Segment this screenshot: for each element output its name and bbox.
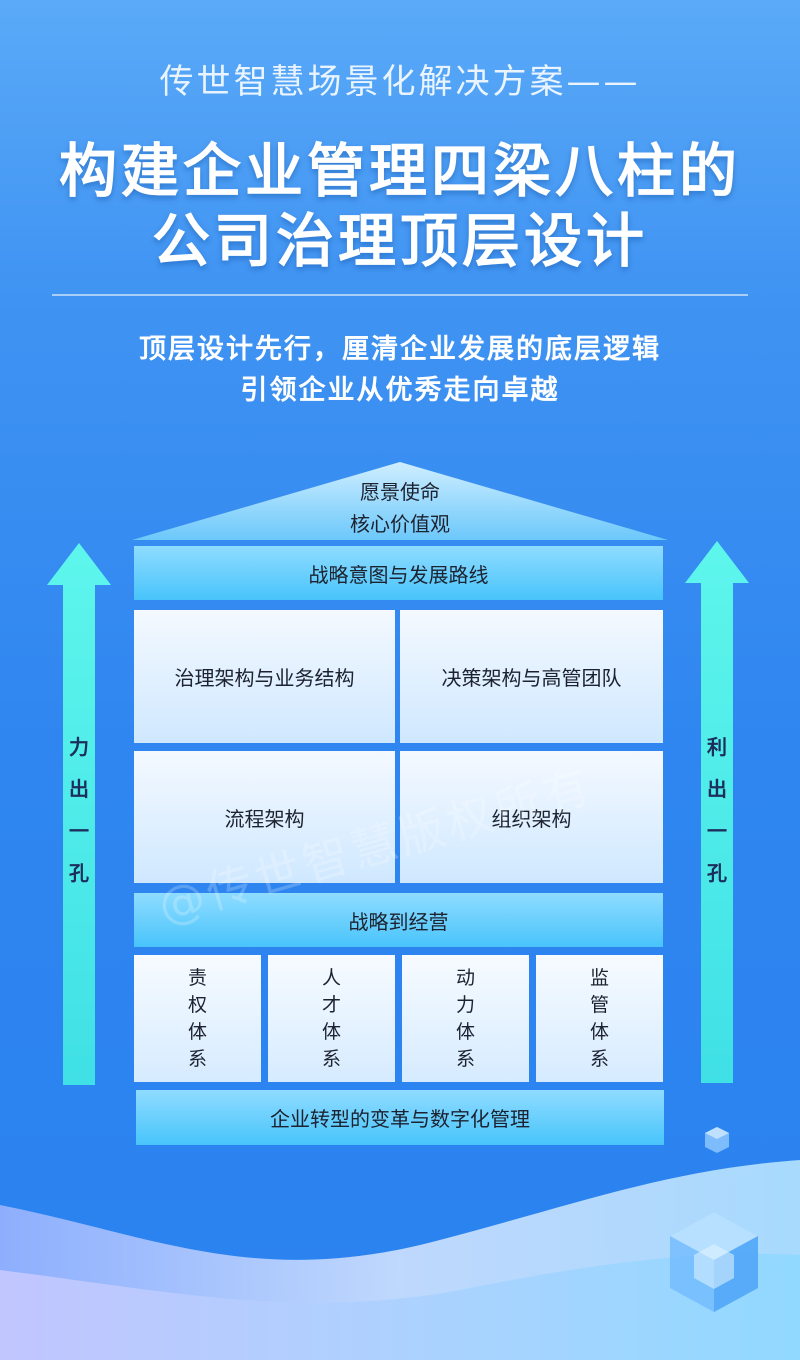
right-arrow-label: 利出一孔 xyxy=(707,735,727,885)
pillar-supervision: 监管体系 xyxy=(536,955,663,1082)
panel-decision-label: 决策架构与高管团队 xyxy=(441,666,622,690)
left-arrow-shape xyxy=(47,543,111,1085)
tagline-line-2: 引领企业从优秀走向卓越 xyxy=(240,375,560,406)
panel-process: 流程架构 xyxy=(134,751,395,883)
pillar-talent-label: 人才体系 xyxy=(321,966,341,1070)
foundation-bar: 企业转型的变革与数字化管理 xyxy=(136,1090,664,1145)
panel-process-label: 流程架构 xyxy=(224,806,305,831)
large-cube-icon xyxy=(670,1212,758,1312)
pillar-talent: 人才体系 xyxy=(268,955,395,1082)
right-arrow-shape xyxy=(685,541,749,1083)
pillar-motivation: 动力体系 xyxy=(402,955,529,1082)
small-cube-icon xyxy=(705,1127,729,1153)
foundation-bar-label: 企业转型的变革与数字化管理 xyxy=(270,1107,530,1131)
subtitle: 传世智慧场景化解决方案—— xyxy=(159,62,641,102)
page-title-line-2: 公司治理顶层设计 xyxy=(151,207,648,275)
roof-values: 核心价值观 xyxy=(350,512,450,536)
panel-decision: 决策架构与高管团队 xyxy=(400,610,663,743)
title-divider xyxy=(52,294,748,296)
strategy-bar-label: 战略意图与发展路线 xyxy=(308,562,489,587)
tagline-line-1: 顶层设计先行，厘清企业发展的底层逻辑 xyxy=(139,334,661,365)
panel-governance-label: 治理架构与业务结构 xyxy=(174,666,355,690)
panel-organization: 组织架构 xyxy=(400,751,663,883)
roof-vision: 愿景使命 xyxy=(360,480,440,504)
operation-bar: 战略到经营 xyxy=(134,893,663,947)
pillar-motivation-label: 动力体系 xyxy=(455,966,475,1070)
strategy-bar: 战略意图与发展路线 xyxy=(134,546,663,600)
page-title-line-1: 构建企业管理四梁八柱的 xyxy=(58,137,741,205)
panel-organization-label: 组织架构 xyxy=(491,806,572,831)
panel-governance: 治理架构与业务结构 xyxy=(134,610,395,743)
pillar-supervision-label: 监管体系 xyxy=(589,966,609,1070)
pillar-responsibility-label: 责权体系 xyxy=(187,966,207,1070)
pillar-responsibility: 责权体系 xyxy=(134,955,261,1082)
operation-bar-label: 战略到经营 xyxy=(348,909,449,934)
left-arrow-label: 力出一孔 xyxy=(69,735,89,885)
